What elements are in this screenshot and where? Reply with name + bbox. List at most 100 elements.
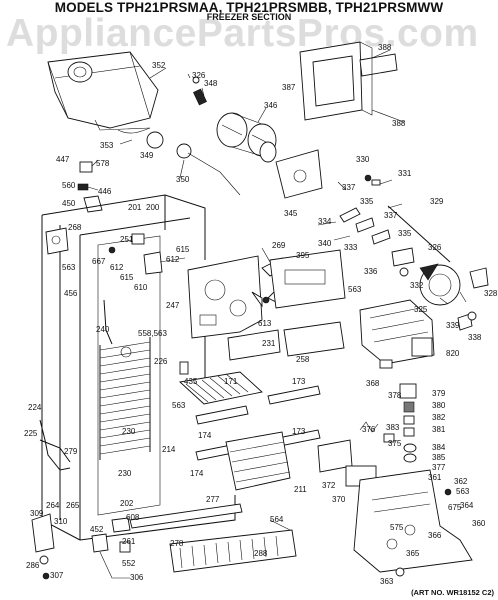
part-label-395: 395 bbox=[296, 251, 310, 260]
ice-arm-329 bbox=[387, 205, 451, 263]
part-label-265: 265 bbox=[66, 501, 80, 510]
part-label-333: 333 bbox=[344, 243, 358, 252]
part-label-345: 345 bbox=[284, 209, 298, 218]
part-label-240: 240 bbox=[96, 325, 110, 334]
part-label-334: 334 bbox=[318, 217, 332, 226]
part-label-335a: 335 bbox=[360, 197, 374, 206]
part-label-332: 332 bbox=[410, 281, 424, 290]
dispenser-door bbox=[299, 41, 398, 121]
part-label-336: 336 bbox=[364, 267, 378, 276]
part-label-231: 231 bbox=[262, 339, 276, 348]
heater-224 bbox=[39, 419, 71, 471]
part-label-230a: 230 bbox=[122, 427, 136, 436]
damper-control bbox=[45, 227, 69, 255]
part-label-268: 268 bbox=[68, 223, 82, 232]
part-label-375: 375 bbox=[388, 439, 402, 448]
part-label-337b: 337 bbox=[384, 211, 398, 220]
screw-362 bbox=[444, 488, 452, 496]
part-label-381: 381 bbox=[432, 425, 446, 434]
evaporator bbox=[99, 337, 151, 460]
part-label-171: 171 bbox=[224, 377, 238, 386]
part-label-675: 675 bbox=[448, 503, 462, 512]
part-label-224: 224 bbox=[28, 403, 42, 412]
freezer-liner bbox=[41, 194, 236, 541]
cam-parts bbox=[364, 174, 381, 186]
part-label-552: 552 bbox=[122, 559, 136, 568]
part-label-820: 820 bbox=[446, 349, 460, 358]
part-label-379: 379 bbox=[432, 389, 446, 398]
diagram-title: MODELS TPH21PRSMAA, TPH21PRSMBB, TPH21PR… bbox=[54, 0, 444, 15]
part-label-307: 307 bbox=[50, 571, 64, 580]
part-label-174a: 174 bbox=[198, 431, 212, 440]
auger-blades bbox=[216, 112, 277, 163]
part-label-211: 211 bbox=[294, 485, 307, 494]
part-label-326b: 326 bbox=[428, 243, 442, 252]
rail-174a bbox=[195, 405, 249, 425]
part-label-288: 288 bbox=[254, 549, 268, 558]
part-label-362: 362 bbox=[454, 477, 468, 486]
part-label-456: 456 bbox=[64, 289, 78, 298]
part-label-353: 353 bbox=[100, 141, 114, 150]
part-label-348: 348 bbox=[204, 79, 218, 88]
art-number: (ART NO. WR18152 C2) bbox=[411, 588, 494, 597]
part-label-226: 226 bbox=[154, 357, 168, 366]
thermostat-parts bbox=[77, 159, 103, 213]
part-label-338: 338 bbox=[468, 333, 482, 342]
leader-lines bbox=[119, 49, 467, 305]
part-label-328: 328 bbox=[484, 289, 498, 298]
part-label-364: 364 bbox=[460, 501, 474, 510]
icemaker-820 bbox=[359, 299, 435, 365]
wire-240 bbox=[103, 299, 113, 345]
part-label-575: 575 bbox=[390, 523, 404, 532]
part-label-264: 264 bbox=[46, 501, 60, 510]
ice-maker-cover-395 bbox=[269, 249, 346, 309]
part-564 bbox=[269, 519, 291, 531]
part-label-325: 325 bbox=[414, 305, 428, 314]
part-363 bbox=[395, 567, 405, 577]
part-label-361: 361 bbox=[428, 473, 442, 482]
part-label-306: 306 bbox=[130, 573, 144, 582]
part-label-376: 376 bbox=[362, 425, 376, 434]
harness-225 bbox=[39, 439, 71, 463]
part-label-612b: 612 bbox=[166, 255, 180, 264]
freezer-basket-211 bbox=[225, 431, 291, 491]
part-label-230b: 230 bbox=[118, 469, 132, 478]
part-label-387: 387 bbox=[282, 83, 296, 92]
part-label-435: 435 bbox=[184, 377, 198, 386]
part-label-326a: 326 bbox=[192, 71, 206, 80]
part-label-363: 363 bbox=[380, 577, 394, 586]
part-label-370: 370 bbox=[332, 495, 346, 504]
part-258 bbox=[283, 321, 345, 357]
part-label-258: 258 bbox=[296, 355, 310, 364]
part-label-278: 278 bbox=[170, 539, 184, 548]
part-label-615a: 615 bbox=[176, 245, 190, 254]
part-label-388b: 388 bbox=[392, 119, 406, 128]
part-label-452: 452 bbox=[90, 525, 104, 534]
part-label-613: 613 bbox=[258, 319, 272, 328]
dispenser-parts bbox=[359, 383, 417, 463]
part-label-560: 560 bbox=[62, 181, 76, 190]
part-label-251: 251 bbox=[120, 235, 134, 244]
part-label-346: 346 bbox=[264, 101, 278, 110]
part-label-380: 380 bbox=[432, 401, 446, 410]
part-label-269: 269 bbox=[272, 241, 286, 250]
rail-173a bbox=[267, 385, 321, 405]
part-label-377: 377 bbox=[432, 463, 446, 472]
part-label-372: 372 bbox=[322, 481, 336, 490]
part-231 bbox=[227, 329, 281, 361]
part-label-202: 202 bbox=[120, 499, 134, 508]
clip-435 bbox=[179, 361, 189, 375]
part-label-447: 447 bbox=[56, 155, 70, 164]
part-label-563a: 563 bbox=[62, 263, 76, 272]
auger-motor-bracket bbox=[275, 149, 323, 199]
rail-277 bbox=[129, 503, 243, 529]
part-label-360: 360 bbox=[472, 519, 486, 528]
part-label-247: 247 bbox=[166, 301, 180, 310]
part-label-286: 286 bbox=[26, 561, 40, 570]
part-label-612a: 612 bbox=[110, 263, 124, 272]
part-label-563d: 563 bbox=[456, 487, 470, 496]
auger-motor-325 bbox=[419, 263, 461, 306]
part-label-385: 385 bbox=[432, 453, 446, 462]
part-label-173a: 173 bbox=[292, 377, 306, 386]
grille-288 bbox=[169, 529, 297, 573]
